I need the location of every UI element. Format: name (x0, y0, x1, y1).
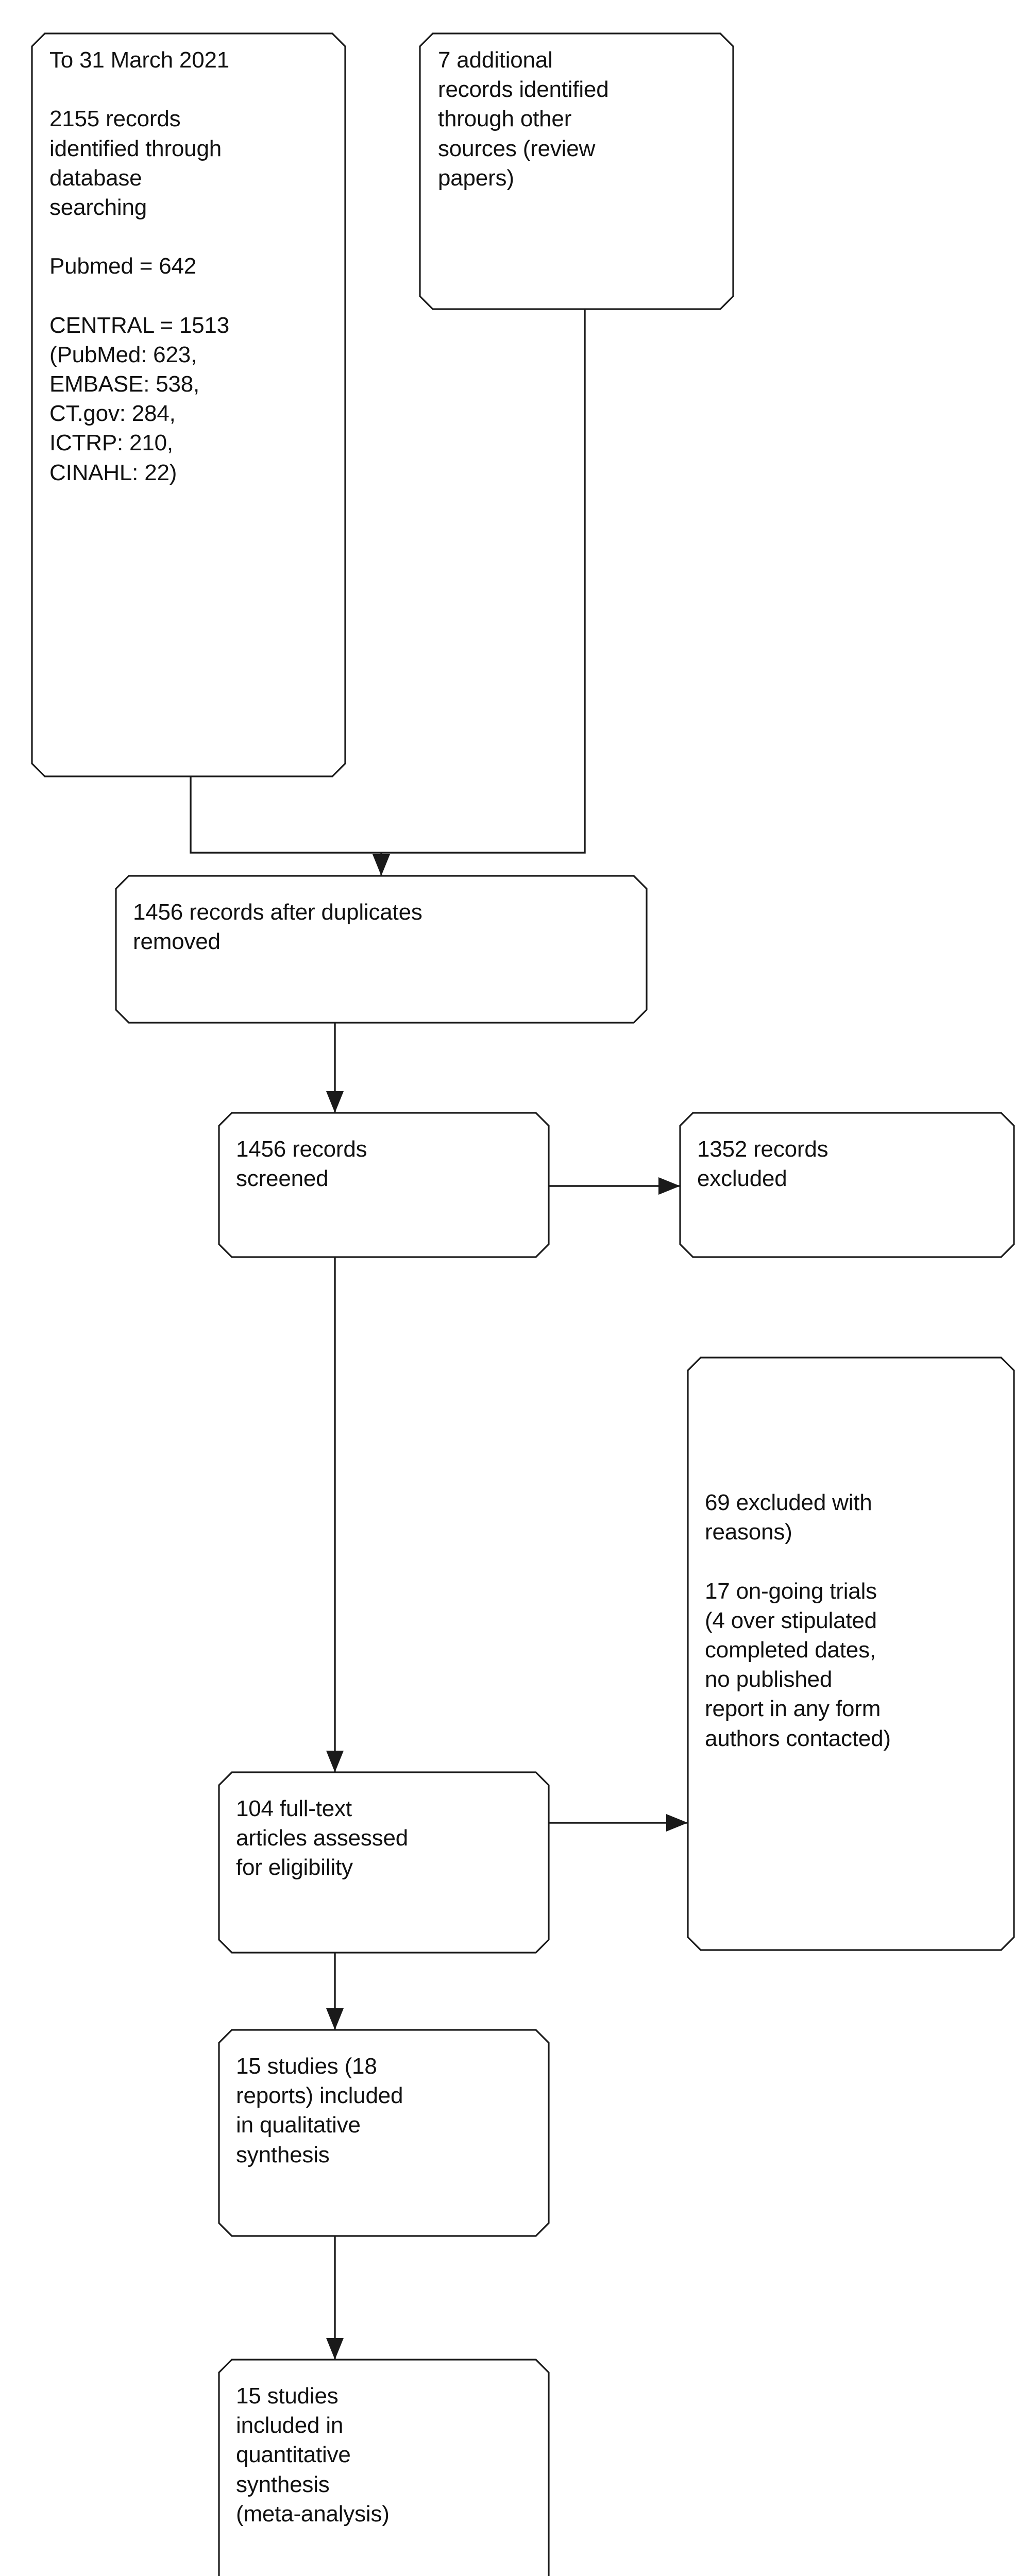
arrow-screened-to-full-text (326, 1751, 344, 1772)
box-quantitative-synthesis-outline (218, 2359, 550, 2576)
box-excluded-with-reasons-outline (687, 1357, 1015, 1951)
arrow-merge-to-duplicates (373, 854, 390, 876)
box-other-sources-outline (419, 32, 734, 310)
connector-other-sources-to-merge (381, 309, 586, 854)
box-database-search-outline (31, 32, 346, 777)
box-duplicates-removed-outline (115, 875, 648, 1024)
box-records-screened-outline (218, 1112, 550, 1258)
box-qualitative-synthesis-outline (218, 2029, 550, 2237)
arrow-full-text-to-qualitative (326, 2008, 344, 2030)
arrow-qualitative-to-quantitative (326, 2338, 344, 2360)
arrow-duplicates-to-screened (326, 1091, 344, 1113)
arrow-full-text-to-excluded-reasons (666, 1814, 688, 1832)
connector-database-to-merge (190, 776, 381, 854)
box-full-text-assessed-outline (218, 1771, 550, 1954)
arrow-screened-to-excluded (658, 1177, 680, 1195)
box-records-excluded-outline (679, 1112, 1015, 1258)
